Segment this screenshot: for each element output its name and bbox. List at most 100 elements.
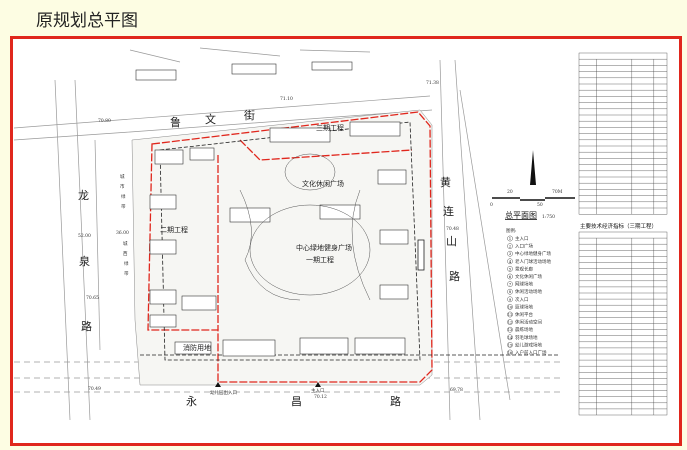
svg-text:70M: 70M bbox=[552, 189, 563, 195]
plan-heading: 总平面图 bbox=[505, 210, 537, 220]
legend-number-icon bbox=[507, 288, 513, 295]
svg-text:71.38: 71.38 bbox=[426, 80, 439, 86]
road-name: 路 bbox=[449, 270, 460, 283]
svg-text:带: 带 bbox=[124, 271, 129, 277]
svg-text:70.80: 70.80 bbox=[98, 118, 111, 124]
legend-number-icon bbox=[507, 349, 513, 356]
phase3-label: 三期工程 bbox=[316, 123, 344, 132]
svg-text:绿: 绿 bbox=[121, 193, 126, 200]
legend-number: 12 bbox=[508, 321, 512, 325]
phase2-label: 二期工程 bbox=[160, 225, 188, 234]
phase1-label: 一期工程 bbox=[306, 255, 334, 264]
page-title: 原规划总平图 bbox=[36, 11, 138, 31]
setback-line bbox=[159, 121, 421, 361]
road-name: 路 bbox=[81, 320, 92, 333]
legend-number-icon bbox=[507, 273, 513, 280]
road-name: 永 bbox=[186, 394, 197, 408]
legend-title: 图例: bbox=[506, 227, 517, 234]
legend-item: 羽毛球场地 bbox=[515, 334, 538, 341]
north-arrow-icon bbox=[530, 150, 536, 185]
legend-number-icon bbox=[507, 311, 513, 318]
economic-table-1 bbox=[578, 52, 668, 215]
svg-text:带: 带 bbox=[121, 204, 126, 210]
svg-text:70.49: 70.49 bbox=[88, 386, 101, 392]
legend-number: 7 bbox=[509, 283, 511, 287]
legend-number: 10 bbox=[508, 305, 512, 309]
svg-text:70.48: 70.48 bbox=[446, 226, 459, 232]
svg-text:城: 城 bbox=[120, 173, 125, 180]
legend-item: 篮球场地 bbox=[515, 303, 533, 310]
elevation-markers: 70.80 71.10 71.38 70.48 70.65 70.49 70.1… bbox=[78, 80, 463, 400]
svg-text:20: 20 bbox=[507, 189, 513, 195]
fire-land-label: 消防用地 bbox=[183, 343, 211, 352]
legend-number: 14 bbox=[508, 336, 513, 340]
legend-number: 6 bbox=[509, 275, 511, 279]
legend-item: 晨练场地 bbox=[515, 326, 533, 333]
legend-item: 网球场地 bbox=[515, 281, 533, 288]
legend-number-icon bbox=[507, 266, 513, 272]
residential-blocks bbox=[149, 121, 425, 357]
road-name: 昌 bbox=[291, 395, 302, 408]
legend-number-icon bbox=[507, 334, 513, 341]
svg-text:71.10: 71.10 bbox=[280, 96, 293, 102]
legend-number: 9 bbox=[509, 298, 511, 302]
legend-number: 4 bbox=[509, 260, 512, 264]
road-name: 文 bbox=[205, 112, 216, 126]
economic-table-2 bbox=[578, 231, 668, 416]
svg-text:市: 市 bbox=[120, 183, 125, 190]
legend-item: 休闲平台 bbox=[515, 311, 533, 318]
svg-text:69.78: 69.78 bbox=[450, 387, 463, 393]
svg-text:50: 50 bbox=[537, 202, 543, 208]
svg-text:西: 西 bbox=[123, 251, 128, 257]
legend-item: 次入口 bbox=[515, 296, 529, 303]
legend-number-icon bbox=[507, 319, 513, 325]
road-name: 连 bbox=[443, 205, 454, 218]
legend-item: 幼儿游戏场地 bbox=[515, 341, 542, 348]
svg-text:36.00: 36.00 bbox=[116, 230, 129, 236]
legend-item: 休闲活动空间 bbox=[515, 319, 542, 326]
legend-number-icon bbox=[507, 258, 513, 265]
svg-text:52.00: 52.00 bbox=[78, 233, 91, 239]
legend-number-icon bbox=[507, 243, 513, 249]
road-name: 路 bbox=[390, 395, 401, 408]
legend-item: 入口广场 bbox=[515, 243, 533, 250]
svg-text:0: 0 bbox=[490, 202, 493, 208]
landscape-paths bbox=[239, 153, 371, 301]
legend-item: 景观长廊 bbox=[515, 265, 533, 272]
svg-text:城: 城 bbox=[123, 240, 128, 247]
legend-item: 主入口 bbox=[515, 235, 529, 242]
legend-number: 8 bbox=[509, 290, 511, 294]
north-buildings bbox=[135, 61, 353, 81]
svg-text:70.65: 70.65 bbox=[86, 295, 99, 301]
legend-number-icon bbox=[507, 342, 513, 348]
road-name: 黄 bbox=[440, 175, 451, 189]
legend-number: 1 bbox=[509, 237, 511, 241]
green-belt-label: 城市 绿带 城西 绿带 bbox=[120, 173, 129, 277]
legend-item: 文化休闲广场 bbox=[515, 273, 542, 280]
svg-text:70.12: 70.12 bbox=[314, 394, 327, 400]
svg-text:绿: 绿 bbox=[124, 260, 129, 267]
legend-number: 11 bbox=[508, 313, 512, 317]
legend-number: 2 bbox=[509, 245, 511, 249]
legend-item: 入户前入口广场 bbox=[515, 349, 547, 356]
legend-item: 中心绿地健身广场 bbox=[515, 250, 551, 257]
road-name: 泉 bbox=[79, 254, 90, 268]
road-name: 鲁 bbox=[170, 115, 181, 129]
plan-scale: 1:750 bbox=[542, 214, 555, 220]
road-lines bbox=[13, 47, 560, 421]
legend-number: 15 bbox=[508, 343, 512, 347]
legend-number: 3 bbox=[509, 252, 511, 256]
kindergarten-entrance-label: 幼儿园出入口 bbox=[210, 389, 237, 396]
legend-number-icon bbox=[507, 296, 513, 303]
table2-title: 主要技术经济指标（三期工程） bbox=[580, 222, 657, 230]
phase-boundary bbox=[147, 111, 433, 383]
road-name: 山 bbox=[446, 235, 457, 248]
road-name: 街 bbox=[244, 108, 255, 122]
scale-bar: 0 20 50 70M bbox=[490, 189, 575, 208]
legend-item: 老人门球活动场地 bbox=[515, 258, 551, 265]
legend-number-icon bbox=[507, 235, 513, 242]
legend-number-icon bbox=[507, 250, 513, 257]
main-entrance-label: 主入口 bbox=[311, 387, 325, 394]
